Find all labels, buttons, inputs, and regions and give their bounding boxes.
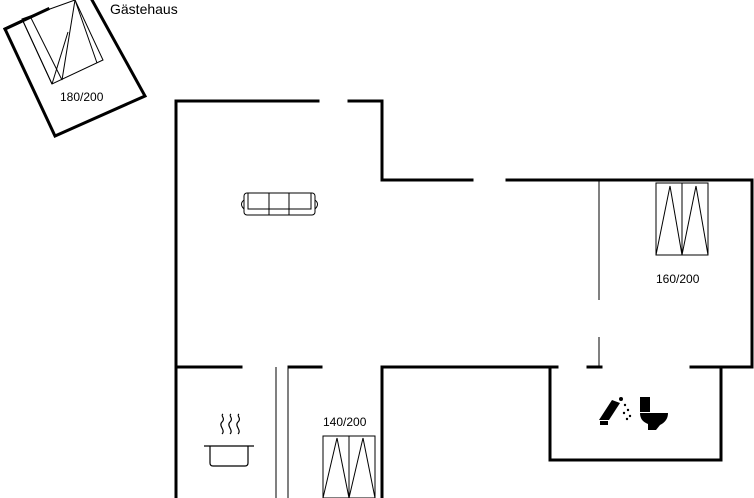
main-house-walls xyxy=(174,99,754,498)
north-wall-left xyxy=(174,99,320,498)
guesthouse-wall-segment xyxy=(3,20,22,31)
bed-icon xyxy=(655,182,709,256)
guesthouse-bed-label: 180/200 xyxy=(60,90,104,104)
cooking-pot-icon xyxy=(204,413,254,467)
guesthouse-wall xyxy=(3,0,148,138)
guesthouse: 180/200 Gästehaus xyxy=(3,0,178,138)
bed-icon xyxy=(322,435,376,498)
small-bed-label: 140/200 xyxy=(323,415,367,429)
east-wing-wall xyxy=(505,178,754,462)
toilet-icon xyxy=(640,397,668,430)
north-wall-right xyxy=(347,99,474,182)
interior-wall-room xyxy=(380,365,552,498)
bed-icon xyxy=(21,0,104,85)
sofa-icon xyxy=(241,192,318,216)
guesthouse-title: Gästehaus xyxy=(110,1,178,17)
bedroom-bed-label: 160/200 xyxy=(656,272,700,286)
shower-icon xyxy=(599,397,632,425)
